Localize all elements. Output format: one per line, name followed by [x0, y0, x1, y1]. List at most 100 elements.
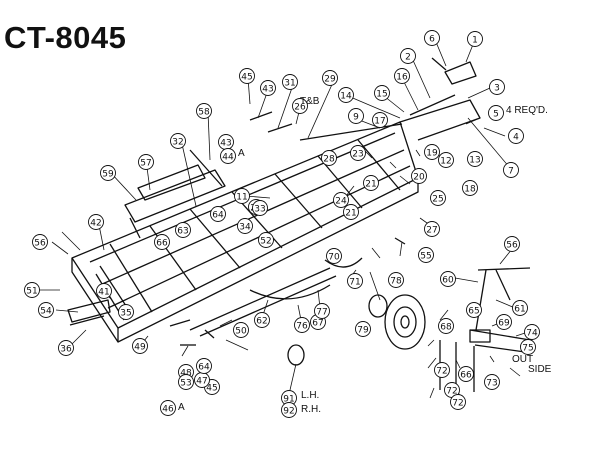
- callout-number: 74: [526, 328, 538, 338]
- callout-circle: [210, 206, 226, 222]
- callout-1: 1: [467, 31, 483, 47]
- callout-number: 62: [256, 316, 267, 326]
- callout-33: 33: [252, 200, 268, 216]
- callout-number: 66: [460, 370, 472, 380]
- callout-circle: [32, 234, 48, 250]
- callout-number: 6: [429, 34, 435, 44]
- callout-70: 70: [326, 248, 342, 264]
- callout-circle: [281, 402, 297, 418]
- callout-35: 35: [118, 304, 134, 320]
- callout-circle: [322, 70, 338, 86]
- callout-number: 70: [328, 252, 340, 262]
- callout-29: 29: [322, 70, 338, 86]
- callout-72: 72: [450, 394, 466, 410]
- callout-number: 34: [239, 222, 251, 232]
- callout-15: 15: [374, 85, 390, 101]
- callout-66: 66: [154, 234, 170, 250]
- callout-number: 57: [140, 158, 151, 168]
- callout-number: 64: [198, 362, 210, 372]
- callout-number: 65: [468, 306, 479, 316]
- callout-55: 55: [418, 247, 434, 263]
- callout-24: 24: [333, 192, 349, 208]
- callout-circle: [504, 236, 520, 252]
- callout-number: 58: [198, 107, 210, 117]
- callout-circle: [154, 234, 170, 250]
- callout-circle: [524, 324, 540, 340]
- callout-circle: [234, 188, 250, 204]
- callout-circle: [450, 394, 466, 410]
- callout-circle: [88, 214, 104, 230]
- callout-number: 78: [390, 276, 402, 286]
- callout-circle: [292, 98, 308, 114]
- note-out: OUT: [512, 354, 534, 365]
- callout-circle: [178, 374, 194, 390]
- callout-68: 68: [438, 318, 454, 334]
- callout-number: 5: [493, 109, 499, 119]
- callout-78: 78: [388, 272, 404, 288]
- callout-number: 9: [353, 112, 359, 122]
- callout-number: 12: [440, 156, 451, 166]
- callout-44: 44: [220, 148, 236, 164]
- callout-circle: [233, 322, 249, 338]
- callout-4: 4: [508, 128, 524, 144]
- callout-number: 52: [260, 236, 271, 246]
- callout-number: 72: [446, 386, 457, 396]
- callout-number: 71: [349, 277, 360, 287]
- callout-41: 41: [96, 283, 112, 299]
- callout-circle: [138, 154, 154, 170]
- callout-number: 14: [340, 91, 352, 101]
- callout-number: 54: [40, 306, 52, 316]
- callout-circle: [372, 112, 388, 128]
- callout-25: 25: [430, 190, 446, 206]
- callout-circle: [343, 204, 359, 220]
- callout-number: 91: [283, 394, 294, 404]
- callout-circle: [252, 200, 268, 216]
- callout-43: 43: [218, 134, 234, 150]
- callout-number: 59: [102, 169, 114, 179]
- callout-number: 77: [316, 307, 327, 317]
- callout-16: 16: [394, 68, 410, 84]
- callout-circle: [488, 105, 504, 121]
- callout-circle: [462, 180, 478, 196]
- callout-45: 45: [239, 68, 255, 84]
- callout-circle: [132, 338, 148, 354]
- callout-number: 7: [508, 166, 514, 176]
- callout-21: 21: [363, 175, 379, 191]
- callout-number: 31: [284, 78, 295, 88]
- callout-circle: [100, 165, 116, 181]
- callout-23: 23: [350, 145, 366, 161]
- callout-circle: [326, 248, 342, 264]
- callout-number: 67: [312, 318, 323, 328]
- callout-circle: [363, 175, 379, 191]
- callout-number: 50: [235, 326, 247, 336]
- callout-number: 41: [98, 287, 109, 297]
- callout-circle: [350, 145, 366, 161]
- callout-circle: [294, 317, 310, 333]
- callout-47: 47: [194, 372, 210, 388]
- callout-number: 47: [196, 376, 207, 386]
- callout-number: 27: [426, 225, 437, 235]
- callout-number: 56: [506, 240, 518, 250]
- callout-circle: [503, 162, 519, 178]
- callout-number: 51: [26, 286, 37, 296]
- callout-number: 19: [426, 148, 438, 158]
- callout-number: 42: [90, 218, 101, 228]
- callout-circle: [489, 79, 505, 95]
- callout-circle: [254, 312, 270, 328]
- callout-number: 21: [365, 179, 376, 189]
- callout-circle: [258, 232, 274, 248]
- callout-34: 34: [237, 218, 253, 234]
- callout-43: 43: [260, 80, 276, 96]
- note-tb: T&B: [300, 96, 320, 107]
- callout-54: 54: [38, 302, 54, 318]
- callout-number: 28: [323, 154, 335, 164]
- callout-3: 3: [489, 79, 505, 95]
- callout-51: 51: [24, 282, 40, 298]
- callout-71: 71: [347, 273, 363, 289]
- callout-7: 7: [503, 162, 519, 178]
- callout-number: 60: [442, 275, 454, 285]
- callout-21: 21: [343, 204, 359, 220]
- callout-14: 14: [338, 87, 354, 103]
- note-right-hand: R.H.: [301, 404, 321, 415]
- callout-number: 66: [156, 238, 168, 248]
